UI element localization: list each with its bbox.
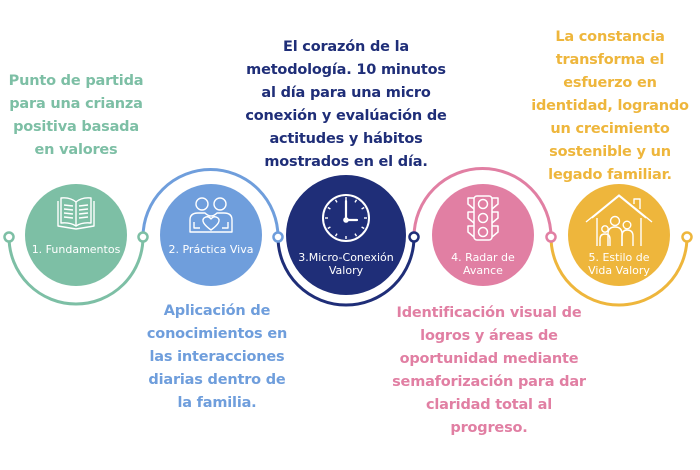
description-line: La constancia xyxy=(555,29,665,45)
description-line: transforma el xyxy=(555,52,665,68)
description-line: un crecimiento xyxy=(550,121,670,137)
step-title-line: Valory xyxy=(328,264,364,277)
connector-dot-4 xyxy=(545,231,557,243)
description-line: semaforización para dar xyxy=(392,374,586,390)
step-circle-3 xyxy=(286,175,406,295)
description-line: Punto de partida xyxy=(8,73,144,89)
description-line: claridad total al xyxy=(425,397,553,413)
description-line: conocimientos en xyxy=(146,326,288,342)
connector-arc-5 xyxy=(549,236,689,307)
step-title-line: 5. Estilo de xyxy=(588,251,650,264)
step-description-4: Identificación visual de logros y áreas … xyxy=(373,302,605,440)
description-line: al día para una micro xyxy=(261,85,431,101)
connector-arc-4 xyxy=(412,167,553,238)
connector-arc-2 xyxy=(141,168,280,238)
description-line: para una crianza xyxy=(9,96,143,112)
description-line: legado familiar. xyxy=(548,167,672,183)
step-title-5: 5. Estilo de Vida Valory xyxy=(569,251,669,277)
step-title-3: 3.Micro-Conexión Valory xyxy=(291,251,401,277)
step-description-5: La constancia transforma el esfuerzo en … xyxy=(520,26,700,187)
connector-arc-3 xyxy=(276,236,416,307)
description-line: actitudes y hábitos xyxy=(269,131,423,147)
description-line: El corazón de la xyxy=(282,39,409,55)
step-description-3: El corazón de la metodología. 10 minutos… xyxy=(236,36,456,174)
step-circle-1 xyxy=(25,184,127,286)
step-title-2: 2. Práctica Viva xyxy=(161,243,261,256)
step-title-line: 2. Práctica Viva xyxy=(168,243,254,256)
clock-icon xyxy=(322,194,370,242)
house-family-icon xyxy=(585,194,653,246)
description-line: Aplicación de xyxy=(163,303,271,319)
description-line: metodología. 10 minutos xyxy=(246,62,446,78)
step-description-2: Aplicación de conocimientos en las inter… xyxy=(127,300,307,415)
traffic-light-icon xyxy=(467,195,499,241)
step-circle-5 xyxy=(568,184,670,286)
step-title-line: Avance xyxy=(463,264,503,277)
step-circle-4 xyxy=(432,184,534,286)
step-title-line: 1. Fundamentos xyxy=(31,243,121,256)
description-line: oportunidad mediante xyxy=(399,351,579,367)
connector-dot-0 xyxy=(3,231,15,243)
connector-dot-1 xyxy=(137,231,149,243)
description-line: sostenible y un xyxy=(549,144,671,160)
step-title-line: 4. Radar de xyxy=(451,251,515,264)
description-line: progreso. xyxy=(450,420,528,436)
description-line: las interacciones xyxy=(149,349,285,365)
connector-dot-2 xyxy=(272,231,284,243)
step-circle-2 xyxy=(160,184,262,286)
connector-arc-1 xyxy=(7,236,145,306)
description-line: logros y áreas de xyxy=(420,328,558,344)
two-people-heart-icon xyxy=(189,197,233,233)
description-line: positiva basada xyxy=(13,119,139,135)
description-line: en valores xyxy=(34,142,118,158)
description-line: Identificación visual de xyxy=(396,305,582,321)
connector-dot-3 xyxy=(408,231,420,243)
description-line: conexión y evalúación de xyxy=(245,108,447,124)
step-title-line: 3.Micro-Conexión xyxy=(298,251,394,264)
step-title-1: 1. Fundamentos xyxy=(26,243,126,256)
description-line: identidad, logrando xyxy=(531,98,689,114)
description-line: diarias dentro de xyxy=(148,372,286,388)
description-line: la familia. xyxy=(177,395,257,411)
description-line: esfuerzo en xyxy=(563,75,657,91)
connector-dot-5 xyxy=(681,231,693,243)
step-description-1: Punto de partida para una crianza positi… xyxy=(0,70,152,162)
step-title-4: 4. Radar de Avance xyxy=(433,251,533,277)
description-line: mostrados en el día. xyxy=(264,154,428,170)
open-book-icon xyxy=(57,197,95,230)
step-title-line: Vida Valory xyxy=(588,264,650,277)
